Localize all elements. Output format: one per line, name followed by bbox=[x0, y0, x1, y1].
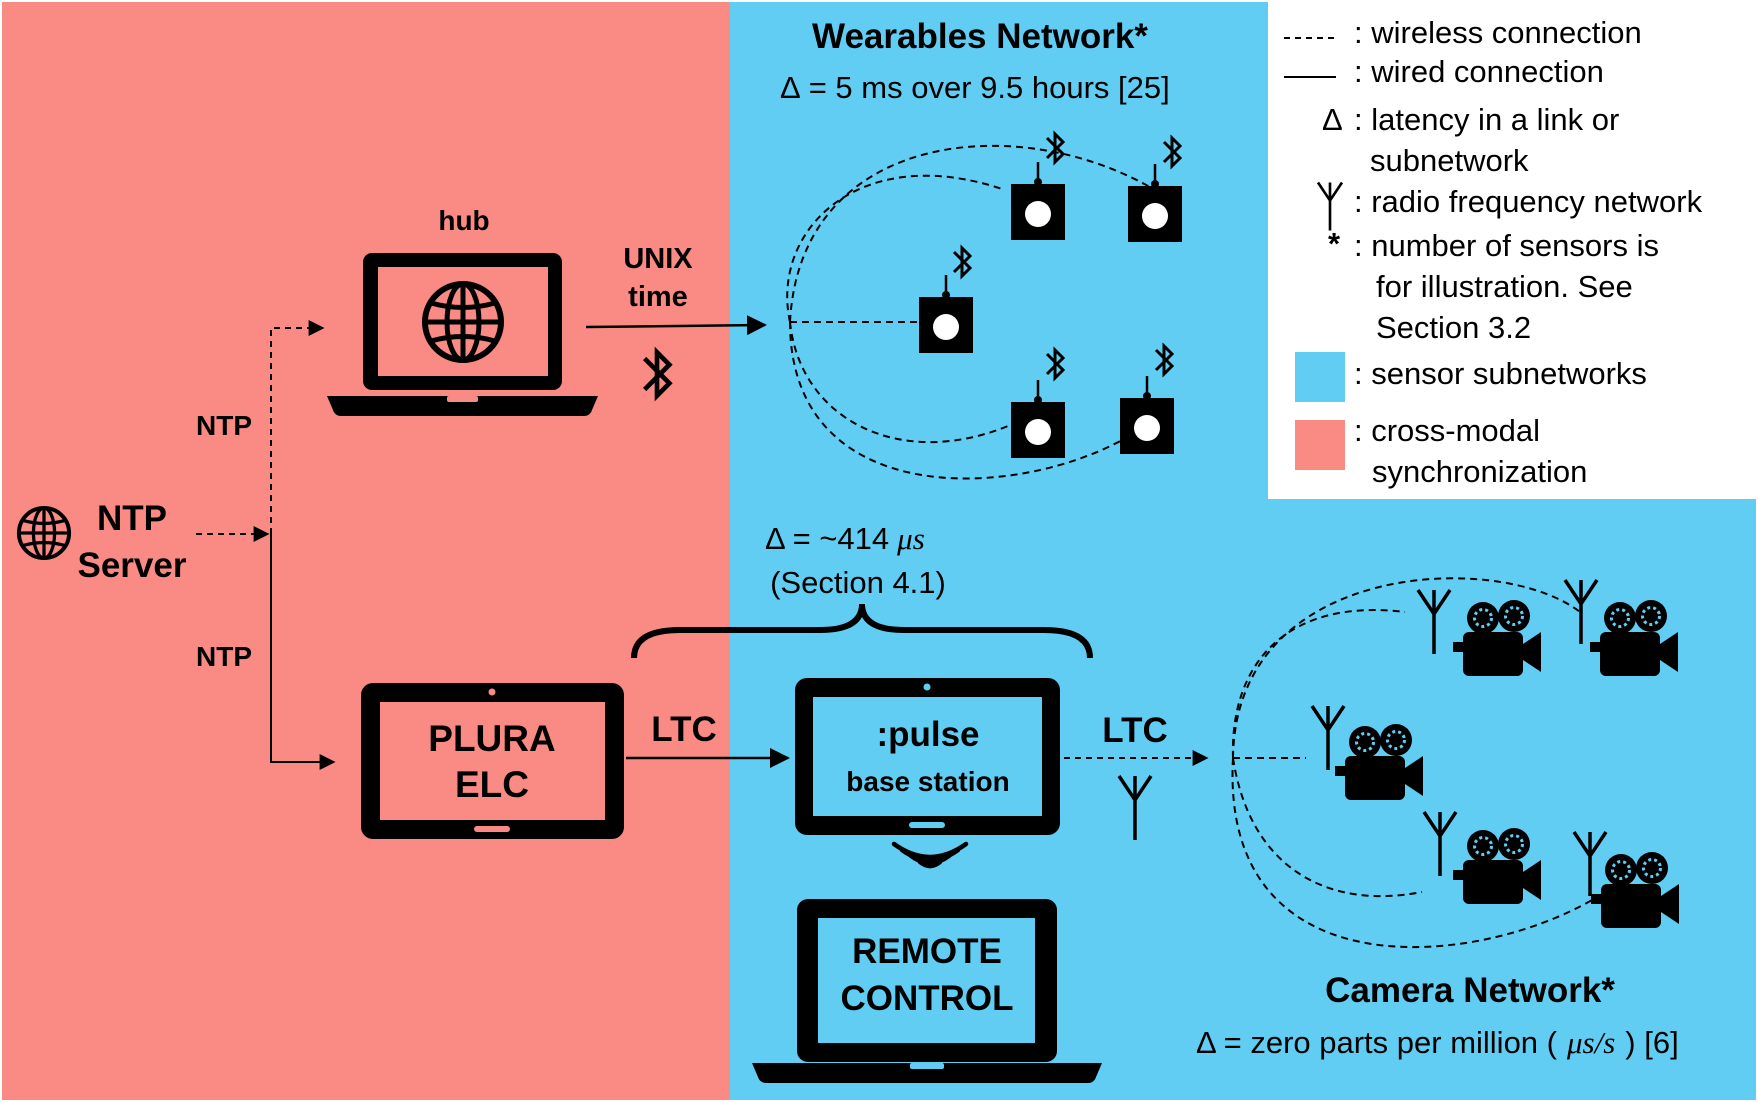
legend-sensor-subnetworks: : sensor subnetworks bbox=[1354, 356, 1647, 391]
legend-rf: : radio frequency network bbox=[1354, 184, 1703, 219]
legend-panel bbox=[1268, 2, 1756, 499]
middle-latency-section: (Section 4.1) bbox=[770, 565, 946, 600]
hub-to-wearables-link bbox=[585, 315, 767, 336]
unix-time-label-line2: time bbox=[628, 281, 688, 313]
remote-label-line1: REMOTE bbox=[852, 932, 1002, 971]
camera-wireless-links bbox=[1231, 577, 1593, 949]
legend-delta-symbol: Δ bbox=[1322, 102, 1343, 137]
camera-network-title: Camera Network* bbox=[1325, 971, 1615, 1010]
ntp-to-hub-link bbox=[270, 320, 325, 534]
legend-sensors-line3: Section 3.2 bbox=[1376, 310, 1531, 345]
legend-sync-swatch bbox=[1295, 420, 1345, 470]
remote-control-laptop bbox=[752, 899, 1102, 1083]
plura-label-line2: ELC bbox=[455, 764, 529, 805]
pulse-label-line1: :pulse bbox=[876, 715, 979, 754]
legend-sensors-line1: : number of sensors is bbox=[1354, 228, 1659, 263]
hub-label: hub bbox=[438, 205, 489, 236]
remote-label-line2: CONTROL bbox=[840, 979, 1013, 1018]
unix-time-label-line1: UNIX bbox=[623, 243, 693, 275]
wifi-signal-icon bbox=[891, 841, 969, 869]
hub-laptop bbox=[327, 253, 598, 416]
ltc-wireless-label: LTC bbox=[1102, 711, 1167, 750]
camera-latency: Δ = zero parts per million (μs/s) [6] bbox=[1196, 1025, 1679, 1060]
wearables-latency: Δ= 5 ms over 9.5 hours [25] bbox=[780, 70, 1170, 105]
wearable-wireless-links bbox=[786, 144, 1156, 480]
ntp-server-label-line2: Server bbox=[78, 546, 187, 585]
plura-label-line1: PLURA bbox=[428, 718, 555, 759]
legend-cross-modal-line2: synchronization bbox=[1372, 454, 1587, 489]
ntp-server-label-line1: NTP bbox=[97, 499, 167, 538]
legend-wireless: : wireless connection bbox=[1354, 15, 1642, 50]
pulse-label-line2: base station bbox=[846, 766, 1009, 797]
pulse-base-station-device bbox=[795, 678, 1060, 835]
grouping-brace bbox=[631, 603, 1093, 659]
plura-elc-device bbox=[361, 683, 624, 839]
ltc-wired-label: LTC bbox=[651, 710, 716, 749]
ntp-link-label-bottom: NTP bbox=[196, 641, 252, 672]
legend-star-symbol: * bbox=[1328, 226, 1341, 261]
legend-cross-modal-line1: : cross-modal bbox=[1354, 413, 1540, 448]
ntp-to-plura-link bbox=[270, 534, 336, 770]
ntp-server-globe-icon bbox=[16, 505, 72, 561]
ntp-link-label-top: NTP bbox=[196, 410, 252, 441]
legend-wired: : wired connection bbox=[1354, 54, 1604, 89]
legend-sensor-swatch bbox=[1295, 352, 1345, 402]
wearables-network-title: Wearables Network* bbox=[812, 17, 1148, 56]
legend-sensors-line2: for illustration. See bbox=[1376, 269, 1633, 304]
legend-latency-line1: : latency in a link or bbox=[1354, 102, 1619, 137]
cross-modal-sync-region bbox=[2, 2, 730, 1100]
legend-latency-line2: subnetwork bbox=[1370, 143, 1529, 178]
